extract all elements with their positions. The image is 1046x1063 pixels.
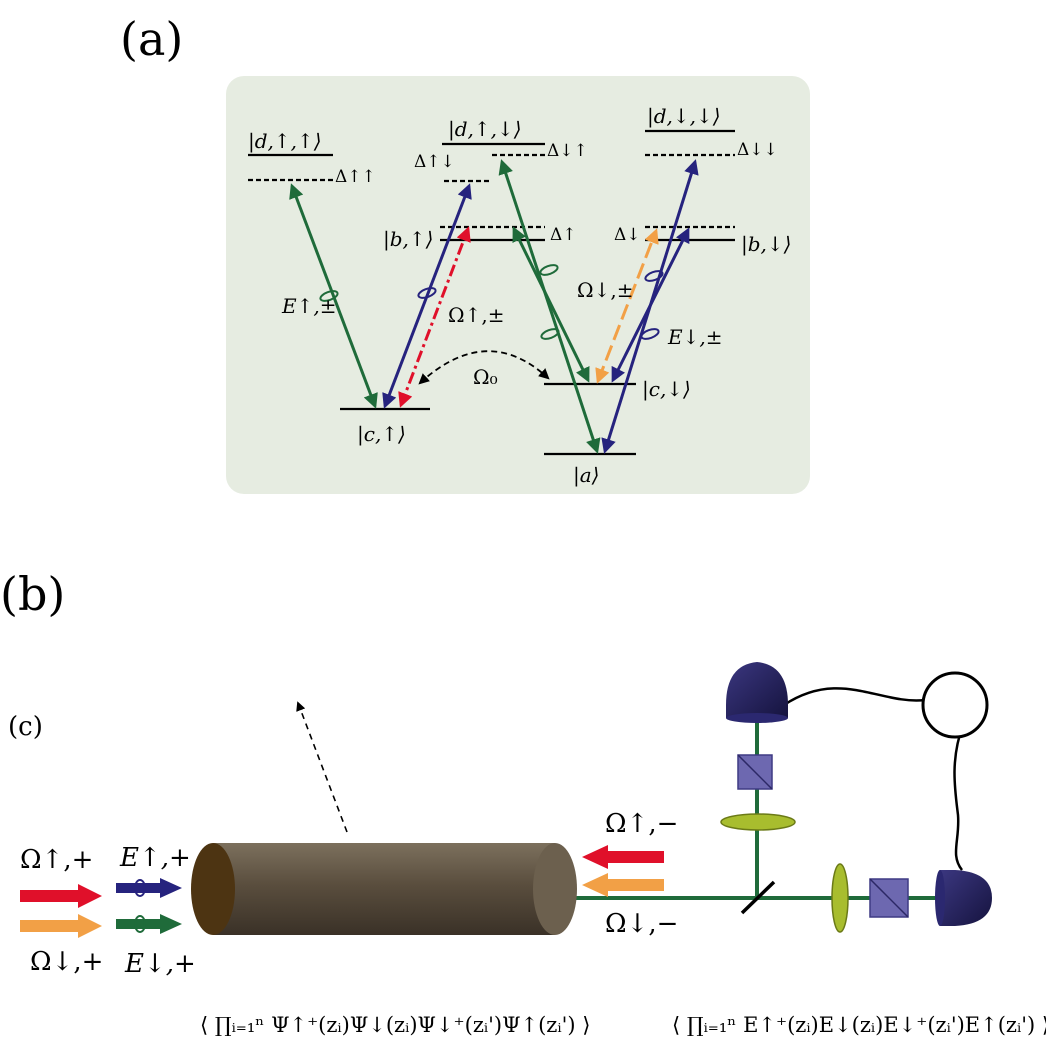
correlator-atomic: ⟨ ∏ᵢ₌₁ⁿ Ψ↑⁺(zᵢ)Ψ↓(zᵢ)Ψ↓⁺(zᵢ')Ψ↑(zᵢ') ⟩ (200, 1013, 590, 1037)
panel-label-b: (b) (0, 567, 65, 621)
loop-green-mid-1 (539, 264, 559, 276)
label-d-down-down: |d,↓,↓⟩ (647, 104, 721, 129)
loop-e-up-plus (134, 879, 146, 897)
panel-label-a: (a) (120, 12, 183, 66)
detuning-d: Δ↓ (614, 225, 641, 245)
detuning-ud: Δ↑↓ (414, 152, 455, 172)
polarization-markers (319, 264, 664, 340)
beam-splitter (740, 880, 776, 915)
coincidence-counter (921, 671, 989, 739)
waveplate-vertical (720, 813, 796, 831)
label-omega-0: Ω₀ (473, 365, 498, 389)
loop-navy-down-2 (640, 328, 660, 340)
beam-omega-down-plus-arrow (20, 914, 102, 938)
beam-e-up-plus-arrow (116, 878, 182, 898)
label-e-down-plus: E↓,+ (124, 949, 196, 979)
atomic-ensemble-cylinder (191, 843, 577, 935)
beam-e-down-plus-arrow (116, 914, 182, 934)
loop-green-mid-2 (540, 328, 560, 340)
correlator-photonic: ⟨ ∏ᵢ₌₁ⁿ E↑⁺(zᵢ)E↓(zᵢ)E↓⁺(zᵢ')E↑(zᵢ') ⟩ (672, 1013, 1046, 1037)
dashed-direction-arrow (296, 701, 348, 833)
pbs-cube-vertical (737, 754, 773, 790)
panel-label-c: (c) (8, 712, 43, 742)
label-c-up: |c,↑⟩ (357, 422, 406, 447)
label-omega-down-pm: Ω↓,± (577, 278, 633, 302)
pbs-cube-horizontal (869, 878, 909, 918)
waveplate-horizontal (831, 863, 849, 933)
beam-omega-up-plus-arrow (20, 884, 102, 908)
optical-path (560, 718, 945, 900)
label-omega-up-plus: Ω↑,+ (20, 845, 93, 875)
beam-omega-up-minus-arrow (582, 845, 664, 869)
detuning-dd: Δ↓↓ (737, 140, 778, 160)
beam-arrows-right (582, 845, 664, 897)
loop-navy-down-1 (644, 270, 664, 282)
label-e-up-pm: E↑,± (281, 294, 336, 318)
arrow-e-up-left (289, 183, 378, 409)
arrow-green-d-up-down-a (498, 159, 601, 454)
label-omega-up-minus: Ω↑,− (605, 809, 678, 839)
label-d-up-up: |d,↑,↑⟩ (248, 129, 322, 154)
detector-top (726, 662, 788, 723)
label-a: |a⟩ (573, 463, 599, 488)
beam-omega-down-minus-arrow (582, 873, 664, 897)
label-d-up-down: |d,↑,↓⟩ (448, 117, 522, 142)
arrow-omega-up (398, 226, 471, 408)
detuning-du: Δ↓↑ (547, 141, 588, 161)
label-b-down: |b,↓⟩ (741, 232, 791, 257)
label-omega-down-minus: Ω↓,− (605, 909, 678, 939)
arrow-navy-a (601, 159, 699, 454)
detuning-uu: Δ↑↑ (335, 167, 376, 187)
label-c-down: |c,↓⟩ (642, 377, 691, 402)
loop-e-up (319, 290, 339, 302)
detector-wire (783, 687, 965, 871)
beam-arrows-left (20, 878, 182, 938)
detector-right (935, 870, 992, 926)
loop-e-down-plus (134, 915, 146, 933)
label-omega-down-plus: Ω↓,+ (30, 947, 103, 977)
label-e-down-pm: E↓,± (667, 325, 722, 349)
label-b-up: |b,↑⟩ (383, 227, 433, 252)
label-e-up-plus: E↑,+ (119, 843, 191, 873)
arrow-omega-0 (418, 350, 550, 385)
loop-navy-up (417, 287, 437, 299)
transitions (289, 159, 699, 454)
detuning-u: Δ↑ (550, 225, 577, 245)
label-omega-up-pm: Ω↑,± (448, 303, 504, 327)
